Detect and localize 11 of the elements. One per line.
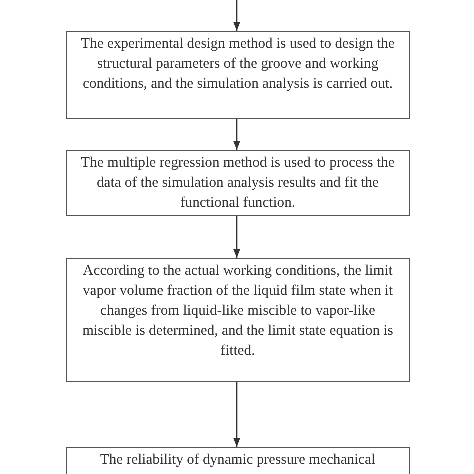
arrow [233, 0, 241, 31]
step-text: The multiple regression method is used to process the data of the simulation analysis results and fit the functional function. [81, 154, 395, 213]
process-box [66, 31, 410, 119]
step-text: The experimental design method is used to design the structural parameters of the groove and working conditions, and the simulation analysis is carried out. [81, 35, 395, 94]
process-box [66, 150, 410, 216]
process-box [66, 258, 410, 382]
arrow [233, 216, 241, 258]
arrow [233, 382, 241, 447]
step-text: The reliability of dynamic pressure mechanical [100, 451, 376, 470]
step-text: According to the actual working conditions, the limit vapor volume fraction of the liquid film state when it changes from liquid-like miscible to vapor-like miscible is determined, and the limit state equation is fitted. [82, 262, 394, 361]
arrow [233, 119, 241, 150]
